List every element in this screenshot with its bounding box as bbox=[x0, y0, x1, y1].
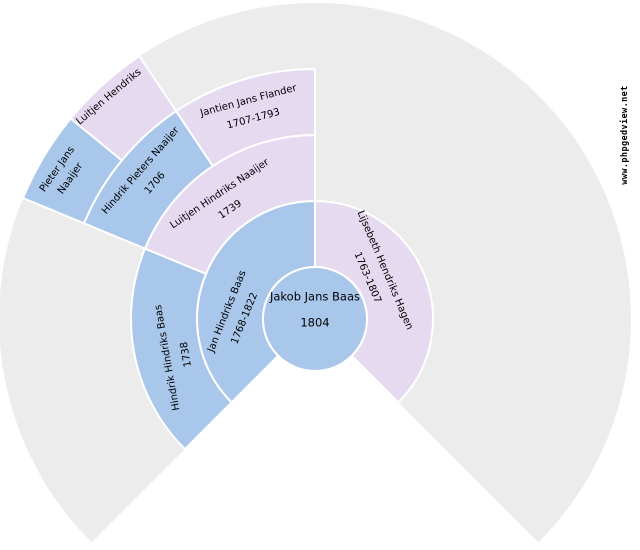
center-person-circle[interactable] bbox=[262, 266, 368, 372]
center-person-name: Jakob Jans Baas bbox=[269, 289, 361, 304]
phpgedview-watermark: www.phpgedview.net bbox=[620, 85, 630, 185]
sector-paternal-grandfather[interactable] bbox=[130, 247, 233, 451]
sector-great-great-grandfather[interactable] bbox=[22, 117, 123, 225]
center-person-dates: 1804 bbox=[300, 316, 330, 330]
label-center-person[interactable]: Jakob Jans Baas 1804 bbox=[270, 284, 360, 337]
sector-great-great-grandmother[interactable] bbox=[69, 55, 178, 162]
